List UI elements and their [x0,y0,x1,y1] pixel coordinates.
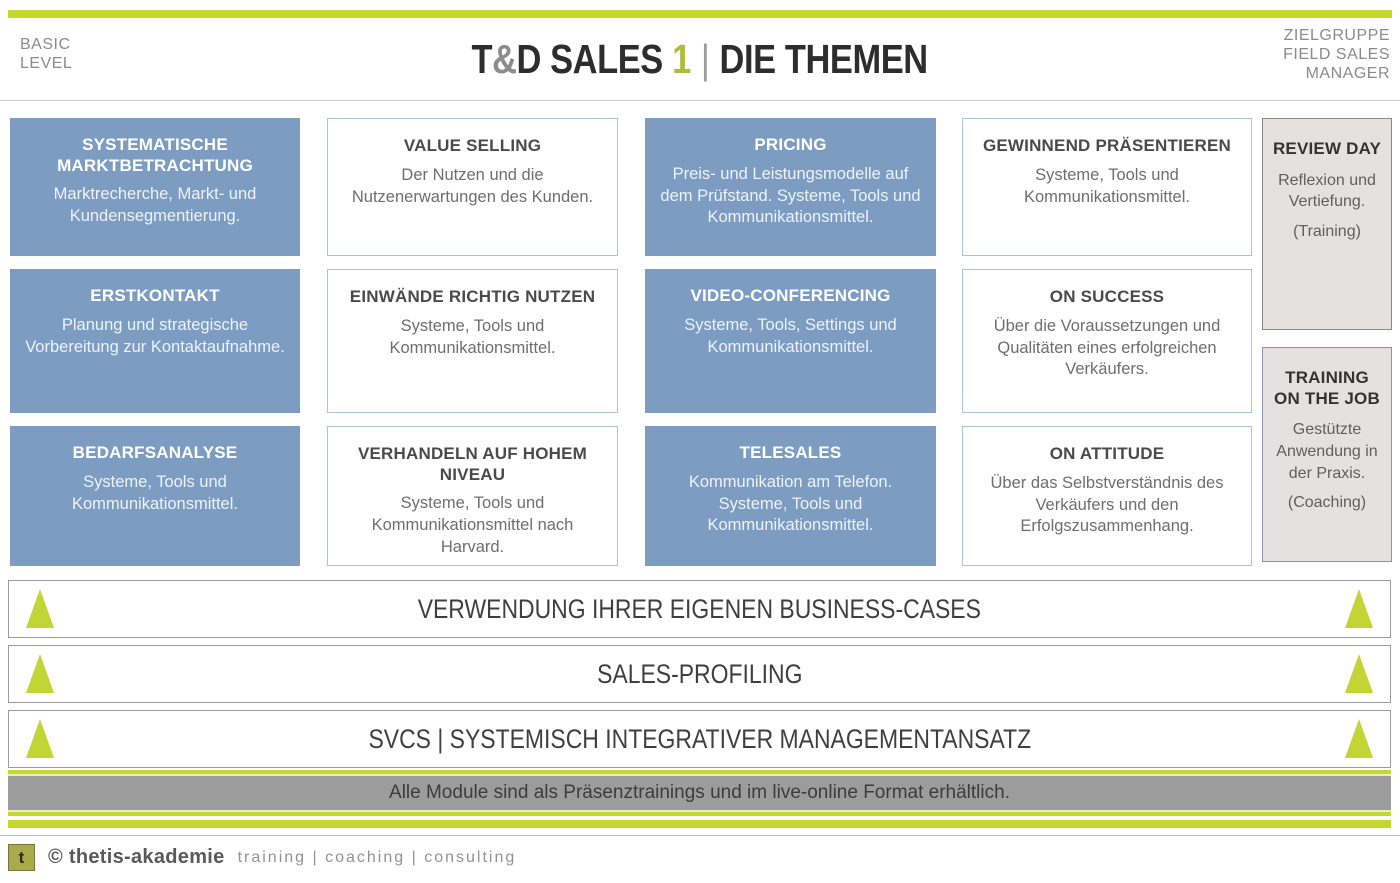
title-ampersand: & [492,36,517,82]
side-card-note: (Coaching) [1287,494,1367,512]
thetis-logo-icon: t [8,844,35,871]
module-column-3: PRICING Preis- und Leistungsmodelle auf … [645,118,936,566]
triangle-up-icon [26,589,54,628]
module-card-value-selling: VALUE SELLING Der Nutzen und die Nutzene… [327,118,618,256]
module-card-systematische-marktbetrachtung: SYSTEMATISCHE MARKTBETRACHTUNG Marktrech… [10,118,300,256]
triangle-up-icon [26,719,54,758]
module-card-title: TELESALES [739,443,842,462]
module-card-body: Systeme, Tools und Kommunikationsmittel … [371,494,574,556]
module-column-2: VALUE SELLING Der Nutzen und die Nutzene… [327,118,618,566]
module-card-title: VALUE SELLING [403,136,542,155]
band-label: VERWENDUNG IHRER EIGENEN BUSINESS-CASES [417,593,982,624]
triangle-up-icon [1345,719,1373,758]
band-label: SVCS | SYSTEMISCH INTEGRATIVER MANAGEMEN… [368,723,1031,754]
module-card-title: BEDARFSANALYSE [72,443,238,462]
triangle-up-icon [1345,589,1373,628]
footer-tagline: training | coaching | consulting [237,848,517,866]
module-card-body: Systeme, Tools und Kommunikationsmittel. [72,472,238,513]
audience-line3: MANAGER [1305,64,1390,82]
module-card-title: SYSTEMATISCHE MARKTBETRACHTUNG [57,135,253,175]
module-card-title: VIDEO-CONFERENCING [690,286,891,305]
level-label: BASIC LEVEL [20,36,72,74]
module-card-body: Über die Voraussetzungen und Qualitäten … [993,316,1221,379]
level-line1: BASIC [20,36,71,53]
module-card-body: Planung und strategische Vorbereitung zu… [25,315,285,356]
band-svcs-managementansatz: SVCS | SYSTEMISCH INTEGRATIVER MANAGEMEN… [8,710,1391,768]
footer: t © thetis-akademie training | coaching … [8,844,516,871]
side-card-title: TRAINING ON THE JOB [1274,368,1380,408]
module-card-body: Systeme, Tools und Kommunikationsmittel. [1024,165,1190,206]
module-card-einwaende-richtig-nutzen: EINWÄNDE RICHTIG NUTZEN Systeme, Tools u… [327,269,618,413]
band-business-cases: VERWENDUNG IHRER EIGENEN BUSINESS-CASES [8,580,1391,638]
title-separator: | [701,36,710,82]
band-label: SALES-PROFILING [596,658,803,689]
header-divider [0,100,1400,101]
module-card-pricing: PRICING Preis- und Leistungsmodelle auf … [645,118,936,256]
top-accent-bar [8,10,1392,18]
module-column-4: GEWINNEND PRÄSENTIEREN Systeme, Tools un… [962,118,1252,566]
title-prefix: T [471,36,493,82]
module-card-title: ERSTKONTAKT [90,286,220,305]
module-card-body: Systeme, Tools und Kommunikationsmittel. [389,316,556,357]
module-card-body: Der Nutzen und die Nutzenerwartungen des… [351,165,594,206]
side-card-title: REVIEW DAY [1272,139,1382,158]
module-card-body: Marktrecherche, Markt- und Kundensegment… [53,185,257,226]
audience-line2: FIELD SALES [1283,45,1390,63]
module-card-telesales: TELESALES Kommunikation am Telefon. Syst… [645,426,936,566]
side-card-body: Gestützte Anwendung in der Praxis. [1276,421,1378,482]
module-card-title: VERHANDELN AUF HOHEM NIVEAU [357,444,588,484]
module-card-body: Systeme, Tools, Settings und Kommunikati… [684,315,897,356]
module-card-body: Über das Selbstverständnis des Verkäufer… [990,473,1224,536]
triangle-up-icon [1345,654,1373,693]
level-line2: LEVEL [20,54,73,72]
title-rest: DIE THEMEN [719,36,929,82]
availability-notice-bar: Alle Module sind als Präsenztrainings un… [8,770,1391,816]
module-card-title: EINWÄNDE RICHTIG NUTZEN [349,287,596,306]
target-group-label: ZIELGRUPPE FIELD SALES MANAGER [1283,27,1390,84]
footer-brand: © thetis-akademie [48,846,225,868]
band-sales-profiling: SALES-PROFILING [8,645,1391,703]
footer-divider [0,835,1400,836]
module-card-bedarfsanalyse: BEDARFSANALYSE Systeme, Tools und Kommun… [10,426,300,566]
module-card-on-success: ON SUCCESS Über die Voraussetzungen und … [962,269,1252,413]
side-card-body: Reflexion und Vertiefung. [1278,171,1376,211]
module-card-title: PRICING [754,135,827,154]
module-card-on-attitude: ON ATTITUDE Über das Selbstverständnis d… [962,426,1252,566]
module-column-1: SYSTEMATISCHE MARKTBETRACHTUNG Marktrech… [10,118,300,566]
module-card-title: GEWINNEND PRÄSENTIEREN [982,136,1232,155]
module-card-title: ON SUCCESS [1049,287,1165,306]
side-card-training-on-the-job: TRAINING ON THE JOB Gestützte Anwendung … [1262,347,1392,562]
module-card-video-conferencing: VIDEO-CONFERENCING Systeme, Tools, Setti… [645,269,936,413]
module-card-gewinnend-praesentieren: GEWINNEND PRÄSENTIEREN Systeme, Tools un… [962,118,1252,256]
triangle-up-icon [26,654,54,693]
title-number: 1 [672,36,692,82]
module-card-body: Preis- und Leistungsmodelle auf dem Prüf… [660,164,921,227]
title-main: D SALES [516,36,664,82]
module-card-body: Kommunikation am Telefon. Systeme, Tools… [688,472,893,535]
side-card-note: (Training) [1293,222,1361,240]
bottom-accent-bar [8,820,1391,828]
module-card-title: ON ATTITUDE [1049,444,1165,463]
availability-notice-text: Alle Module sind als Präsenztrainings un… [389,782,1010,803]
module-card-verhandeln-auf-hohem-niveau: VERHANDELN AUF HOHEM NIVEAU Systeme, Too… [327,426,618,566]
module-card-erstkontakt: ERSTKONTAKT Planung und strategische Vor… [10,269,300,413]
audience-line1: ZIELGRUPPE [1283,27,1390,44]
side-column: REVIEW DAY Reflexion und Vertiefung. (Tr… [1262,118,1392,562]
side-card-review-day: REVIEW DAY Reflexion und Vertiefung. (Tr… [1262,118,1392,330]
